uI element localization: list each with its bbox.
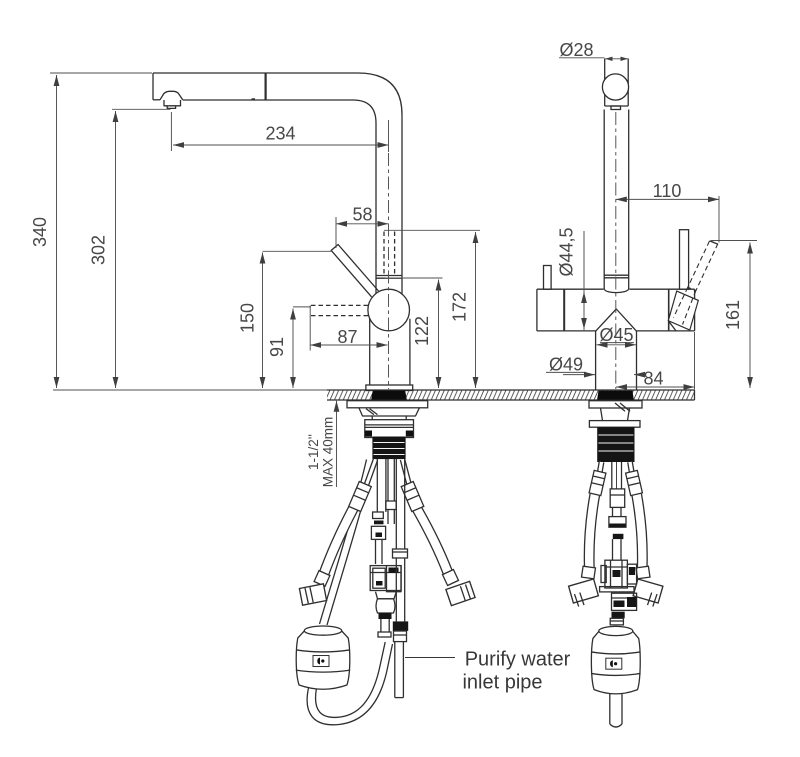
svg-text:Purify water: Purify water [465,649,571,671]
svg-text:150: 150 [238,303,258,333]
svg-text:234: 234 [265,124,295,144]
svg-text:MAX 40mm: MAX 40mm [321,417,336,488]
svg-text:161: 161 [723,300,743,330]
svg-text:1-1/2'': 1-1/2'' [306,434,321,470]
svg-text:Ø49: Ø49 [549,355,583,375]
svg-text:302: 302 [89,235,109,265]
svg-text:91: 91 [267,337,287,357]
svg-text:87: 87 [337,327,357,347]
svg-text:340: 340 [30,217,50,247]
svg-text:84: 84 [643,369,663,389]
svg-text:Ø44,5: Ø44,5 [557,227,577,276]
svg-text:58: 58 [352,205,372,225]
svg-text:Ø28: Ø28 [559,40,593,60]
svg-text:inlet pipe: inlet pipe [462,672,542,694]
svg-text:122: 122 [412,316,432,346]
svg-text:110: 110 [653,181,682,201]
svg-text:Ø45: Ø45 [599,325,633,345]
svg-text:172: 172 [450,292,470,322]
